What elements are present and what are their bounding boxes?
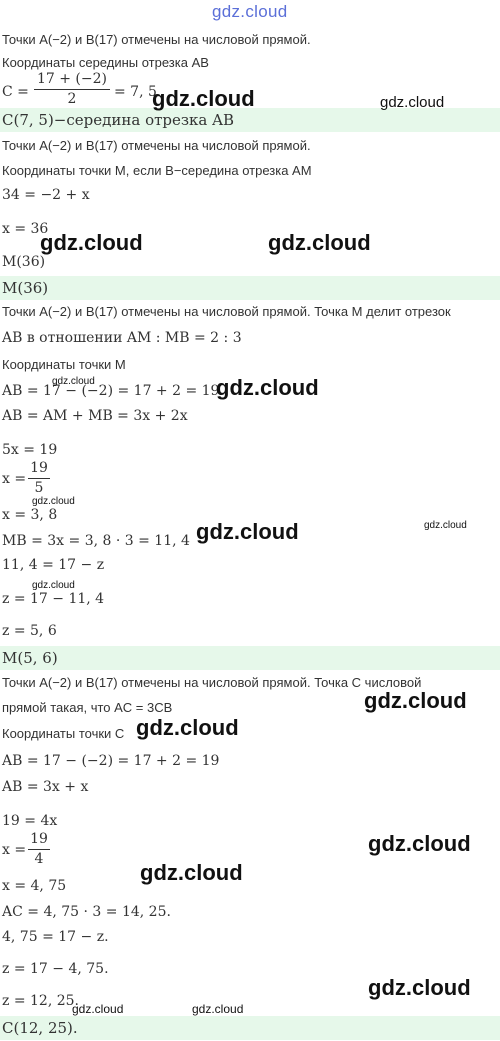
part4-line-4: x = 4, 75: [2, 878, 67, 894]
part4-line-8: z = 12, 25.: [2, 993, 79, 1009]
fraction-denominator: 4: [34, 851, 44, 867]
fraction-numerator: 17 + (−2): [36, 71, 107, 87]
watermark: gdz.cloud: [380, 94, 445, 111]
part4-line-2: AB = 3x + x: [2, 779, 89, 795]
fraction-numerator: 19: [30, 460, 48, 476]
part2-subtitle: Координаты точки M, если B−середина отре…: [2, 163, 312, 178]
part1-fraction: 17 + (−2) 2: [34, 71, 110, 108]
part4-line-1: AB = 17 − (−2) = 17 + 2 = 19: [2, 753, 220, 769]
part3-line-6: 11, 4 = 17 − z: [2, 557, 105, 573]
watermark: gdz.cloud: [152, 86, 255, 111]
watermark: gdz.cloud: [192, 1002, 244, 1016]
part1-condition: Точки A(−2) и B(17) отмечены на числовой…: [2, 32, 311, 47]
part4-condition-2: прямой такая, что AC = 3CB: [2, 700, 173, 715]
part3-subtitle: Координаты точки M: [2, 357, 126, 372]
part2-condition: Точки A(−2) и B(17) отмечены на числовой…: [2, 138, 311, 153]
part3-line-1: AB = 17 − (−2) = 17 + 2 = 19: [2, 383, 220, 399]
fraction-bar: [34, 89, 110, 90]
watermark: gdz.cloud: [368, 975, 471, 1000]
part3-fraction: 19 5: [28, 460, 50, 497]
watermark: gdz.cloud: [52, 376, 95, 387]
part1-answer: C(7, 5)−середина отрезка AB: [0, 108, 500, 132]
part3-line-3: 5x = 19: [2, 442, 58, 458]
part4-line-3: 19 = 4x: [2, 813, 58, 829]
fraction-bar: [28, 478, 50, 479]
watermark: gdz.cloud: [216, 375, 319, 400]
watermark: gdz.cloud: [40, 230, 143, 255]
part2-line-2: x = 36: [2, 221, 49, 237]
part4-line-6: 4, 75 = 17 − z.: [2, 929, 109, 945]
watermark: gdz.cloud: [72, 1002, 124, 1016]
part4-answer: C(12, 25).: [0, 1016, 500, 1040]
part1-subtitle: Координаты середины отрезка AB: [2, 55, 209, 70]
watermark: gdz.cloud: [268, 230, 371, 255]
site-logo[interactable]: gdz.cloud: [212, 2, 288, 21]
part3-condition-2: AB в отношении AM : MB = 2 : 3: [2, 330, 242, 346]
part3-line-7: z = 17 − 11, 4: [2, 591, 105, 607]
part4-line-5: AC = 4, 75 · 3 = 14, 25.: [2, 904, 171, 920]
part4-frac-left: x =: [2, 842, 27, 858]
part4-fraction: 19 4: [28, 831, 50, 868]
watermark: gdz.cloud: [196, 519, 299, 544]
watermark: gdz.cloud: [136, 715, 239, 740]
fraction-denominator: 5: [34, 480, 44, 496]
part3-condition: Точки A(−2) и B(17) отмечены на числовой…: [2, 304, 451, 319]
fraction-numerator: 19: [30, 831, 48, 847]
part4-subtitle: Координаты точки C: [2, 726, 125, 741]
fraction-denominator: 2: [67, 91, 77, 107]
watermark: gdz.cloud: [368, 831, 471, 856]
part2-line-3: M(36): [2, 254, 46, 270]
fraction-bar: [28, 849, 50, 850]
part3-line-8: z = 5, 6: [2, 623, 57, 639]
part2-line-1: 34 = −2 + x: [2, 187, 90, 203]
part3-frac-left: x =: [2, 471, 27, 487]
part1-eq-right: = 7, 5: [114, 84, 157, 100]
part3-line-5: MB = 3x = 3, 8 · 3 = 11, 4: [2, 533, 190, 549]
part4-condition: Точки A(−2) и B(17) отмечены на числовой…: [2, 675, 422, 690]
part3-line-2: AB = AM + MB = 3x + 2x: [2, 408, 188, 424]
watermark: gdz.cloud: [32, 496, 75, 507]
watermark: gdz.cloud: [364, 688, 467, 713]
part2-answer: M(36): [0, 276, 500, 300]
part4-line-7: z = 17 − 4, 75.: [2, 961, 109, 977]
part1-eq-left: C =: [2, 84, 29, 100]
part3-answer: M(5, 6): [0, 646, 500, 670]
watermark: gdz.cloud: [424, 520, 467, 531]
watermark: gdz.cloud: [140, 860, 243, 885]
watermark: gdz.cloud: [32, 580, 75, 591]
part3-line-4: x = 3, 8: [2, 507, 58, 523]
